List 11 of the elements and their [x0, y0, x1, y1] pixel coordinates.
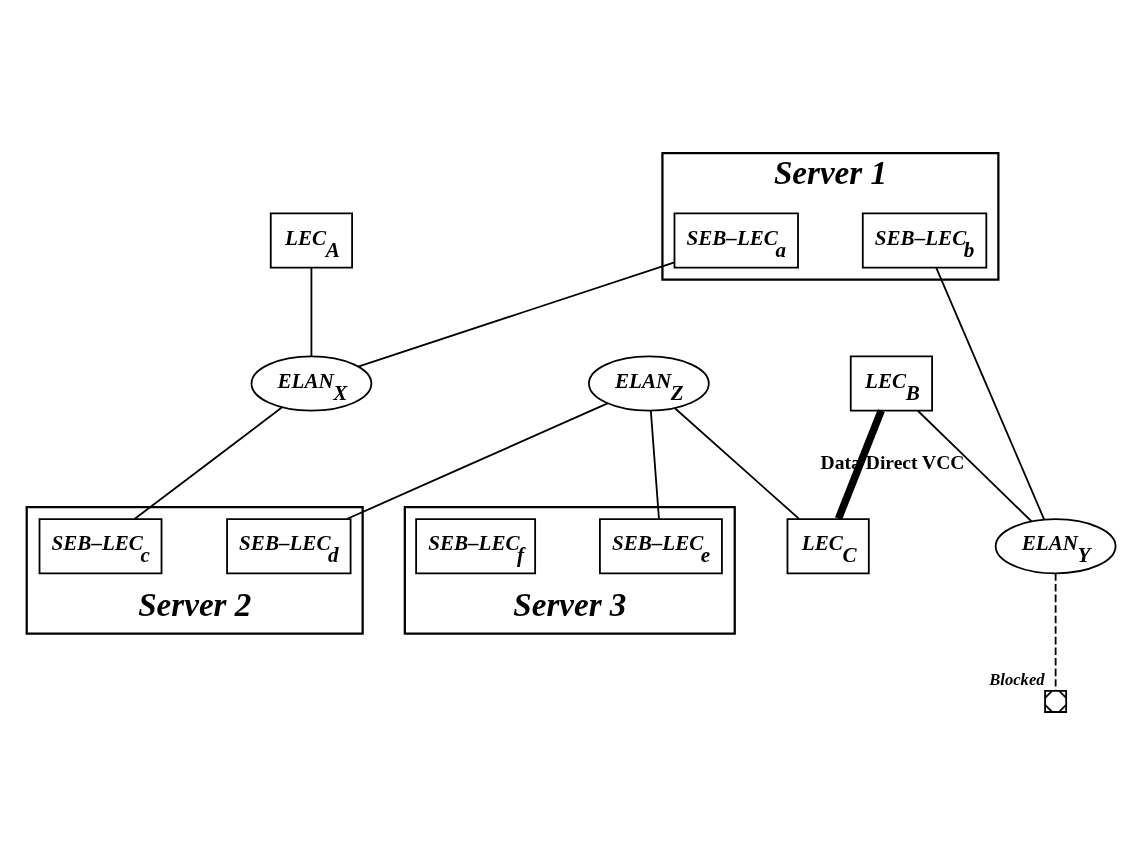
connector [133, 405, 283, 520]
connector [935, 266, 1046, 521]
connector [1054, 572, 1057, 692]
connector [310, 266, 313, 357]
node-label: Blocked [989, 669, 1045, 689]
connector [357, 260, 676, 368]
connector [345, 402, 609, 520]
connector [916, 409, 1033, 522]
connector [649, 409, 660, 520]
connector [835, 408, 885, 520]
connector [674, 406, 800, 520]
